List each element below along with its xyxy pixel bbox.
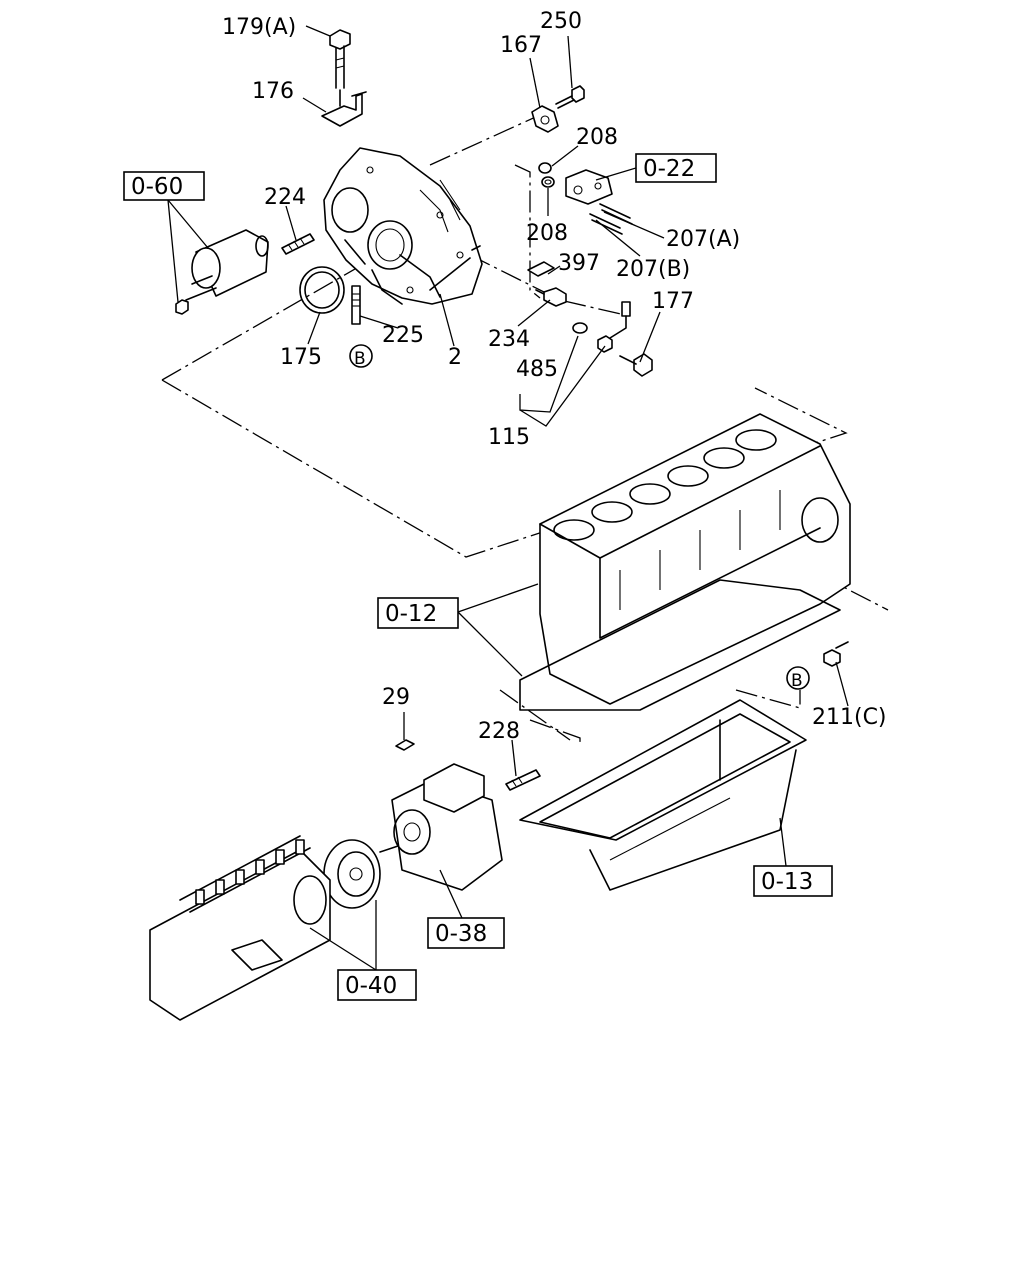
ref-box-0-60[interactable]: 0-60 [123,171,205,201]
starter-motor [175,229,269,315]
label-485: 485 [516,357,558,382]
label-207b: 207(B) [616,257,690,282]
ref-box-0-22[interactable]: 0-22 [635,153,717,183]
label-208-top: 208 [576,125,618,150]
sensor-177 [597,301,653,377]
circle-b-marker-1: B [349,344,373,369]
dowel-29 [395,712,415,751]
bolt-179a [329,29,351,89]
air-compressor [379,763,503,891]
part-labels: 179(A) 250 167 176 208 208 224 207(A) 20… [222,9,887,744]
ref-box-0-38[interactable]: 0-38 [427,917,505,949]
label-234: 234 [488,327,530,352]
washer-485 [572,322,588,334]
stud-228 [505,769,541,791]
leader-lines [167,25,849,971]
flange-0-22 [565,169,613,205]
svg-text:0-60: 0-60 [131,174,183,200]
svg-text:0-38: 0-38 [435,921,487,947]
svg-text:0-13: 0-13 [761,869,813,895]
label-177: 177 [652,289,694,314]
ref-box-0-40[interactable]: 0-40 [337,969,417,1001]
oil-pan [519,699,807,891]
injection-pump [149,835,331,1021]
seal-175 [299,266,345,314]
label-176: 176 [252,79,294,104]
label-167: 167 [500,33,542,58]
studs-207 [589,203,633,235]
svg-text:B: B [354,349,366,369]
flywheel-housing [323,147,483,305]
svg-text:0-12: 0-12 [385,601,437,627]
label-208-bottom: 208 [526,221,568,246]
ref-box-0-13[interactable]: 0-13 [753,865,833,897]
label-29: 29 [382,685,410,710]
bolt-250 [555,85,585,109]
coupling [323,839,381,909]
label-207a: 207(A) [666,227,740,252]
label-115: 115 [488,425,530,450]
circle-b-marker-2: B [786,666,810,691]
label-397: 397 [558,251,600,276]
label-2: 2 [448,345,462,370]
ref-box-0-12[interactable]: 0-12 [377,597,459,629]
svg-text:0-40: 0-40 [345,973,397,999]
washers-208 [538,162,555,188]
label-179a: 179(A) [222,15,296,40]
svg-text:0-22: 0-22 [643,156,695,182]
label-224: 224 [264,185,306,210]
plate-167 [531,105,559,133]
stud-225 [351,285,361,325]
label-228: 228 [478,719,520,744]
cylinder-block [519,413,851,711]
stud-224 [281,233,315,255]
label-211c: 211(C) [812,705,887,730]
svg-text:B: B [791,671,803,691]
bracket-176 [321,89,367,127]
plate-397 [527,261,555,277]
label-250: 250 [540,9,582,34]
label-225: 225 [382,323,424,348]
label-175: 175 [280,345,322,370]
bolt-234 [535,287,567,307]
